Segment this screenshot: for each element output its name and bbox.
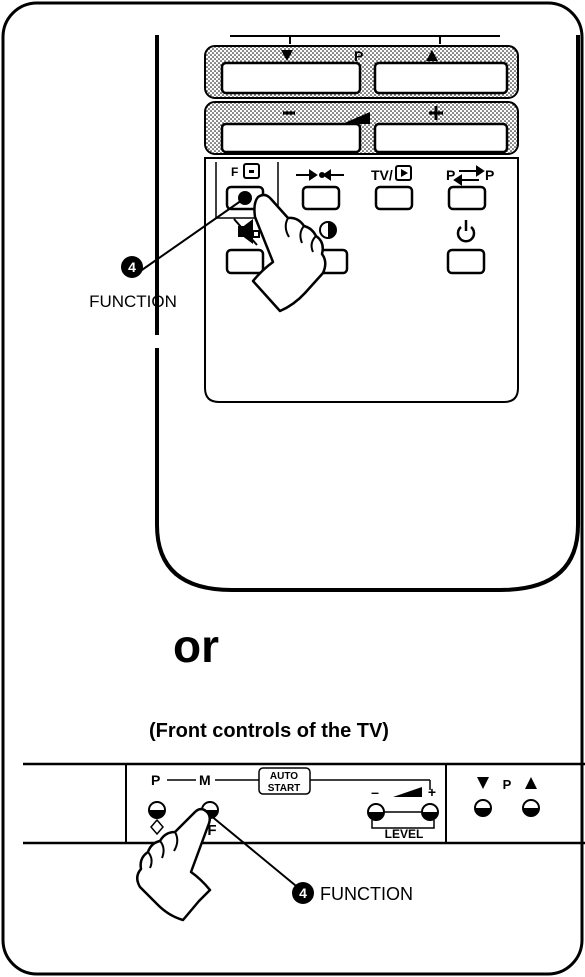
step-number-front: 4 [299,885,307,901]
program-label-front: P [503,777,512,792]
pointing-hand-front [136,807,212,922]
swap-label-left: P [446,167,455,183]
auto-start-line2: START [268,783,301,794]
mute-icon [233,218,260,246]
mute-button[interactable] [225,248,265,275]
lower-button-panel [204,157,519,403]
auto-start-line1: AUTO [270,771,298,782]
p-label: P [151,772,160,788]
function-key-bracket [215,162,279,219]
swap-arrows-icon [453,165,485,186]
plus-icon [429,106,443,120]
level-ramp-icon [393,787,422,797]
step-marker-remote [121,256,143,278]
or-separator: or [173,620,219,672]
level-minus-knob[interactable] [367,803,385,821]
tv-av-button[interactable] [374,185,414,211]
volume-ramp-icon [342,112,370,124]
standby-button[interactable] [446,248,486,275]
volume-down-button[interactable] [220,122,362,154]
program-label: P [354,48,363,64]
p-knob[interactable] [148,801,166,819]
arrows-icon [296,169,344,181]
level-label: LEVEL [385,827,424,841]
function-key-label: F [231,165,238,179]
program-down-button[interactable] [220,61,362,95]
f-label: F [207,822,216,839]
swap-label-right: P [485,167,494,183]
input-icon [395,165,412,181]
volume-up-button[interactable] [373,122,509,154]
level-plus-knob[interactable] [421,803,439,821]
tv-av-label: TV/ [371,167,393,183]
power-icon [456,220,476,243]
program-down-icon [477,777,489,789]
down-arrow-icon [281,50,293,61]
plus-label: + [428,784,436,800]
contrast-icon [319,221,337,239]
m-label: M [199,772,211,788]
program-up-knob[interactable] [522,799,540,817]
function-label-remote: FUNCTION [89,292,177,311]
remote-body [155,35,580,592]
program-down-knob[interactable] [474,799,492,817]
up-arrow-icon [426,50,438,61]
swap-button[interactable] [447,185,487,211]
step-marker-front [292,882,314,904]
step-number-remote: 4 [128,259,136,275]
auto-start-box [258,767,311,795]
remote-control: P F TV/ P [89,35,580,592]
function-label-front: FUNCTION [320,884,413,904]
front-panel-caption: (Front controls of the TV) [149,720,389,742]
pointing-hand-remote [251,193,327,313]
teletext-icon [243,163,260,179]
program-up-icon [525,777,537,789]
callout-line-front [209,814,302,891]
diamond-icon [150,818,164,836]
position-button[interactable] [301,185,341,211]
minus-label: – [371,784,379,800]
callout-line-remote [138,197,246,273]
program-up-button[interactable] [373,61,509,95]
front-panel: P M AUTO START – + F LE [23,762,585,922]
